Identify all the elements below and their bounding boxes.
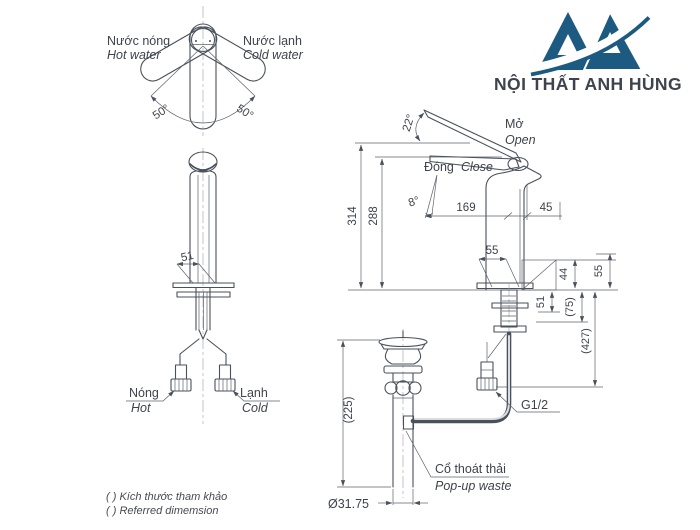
- hot-label-vi: Nóng: [129, 386, 159, 400]
- g12-connector: [476, 361, 498, 391]
- popup-waste-cap: [378, 336, 428, 348]
- supply-hoses: [179, 338, 227, 366]
- front-base-depth-label: 51: [180, 250, 195, 264]
- hot-label-en: Hot: [131, 401, 151, 415]
- popup-waste-drawing: (225) Ø31.75 Cổ thoát thải Pop-up waste: [328, 329, 511, 511]
- handle-rotation-arc: [150, 95, 256, 124]
- stream-angle-label: 8°: [407, 195, 421, 210]
- dim-75-label: (75): [564, 297, 576, 317]
- faucet-body-front: [189, 170, 217, 284]
- close-label-vi: Đóng: [424, 160, 454, 174]
- close-label-en: Close: [461, 160, 493, 174]
- cold-supply-connector: [214, 364, 236, 392]
- open-angle-label: 22°: [401, 113, 418, 133]
- cold-label-en: Cold: [242, 401, 269, 415]
- note-vi: ( ) Kích thước tham khảo: [106, 491, 227, 503]
- dim-55-right-label: 55: [593, 265, 605, 277]
- popup-diameter-label: Ø31.75: [328, 497, 369, 511]
- popup-label-vi: Cổ thoát thải: [435, 462, 506, 476]
- faucet-handle-top: [189, 23, 217, 130]
- popup-height-label: (225): [343, 396, 355, 423]
- cold-water-label-en: Cold water: [243, 48, 304, 62]
- hot-water-label-vi: Nước nóng: [107, 34, 170, 48]
- faucet-body-side: [485, 165, 542, 291]
- reach-label: 169: [456, 202, 475, 214]
- dim-44-label: 44: [558, 268, 570, 280]
- front-view-drawing: 51 Nóng Hot Lạnh Cold: [126, 148, 280, 424]
- angle-left-label: 50°: [151, 103, 172, 123]
- popup-waste-tailpipe: [392, 394, 414, 488]
- side-view-drawing: 314 288 22° Mở Open Đóng Close 8° 169 45…: [347, 109, 618, 424]
- open-label-vi: Mở: [505, 117, 524, 131]
- company-logo: NỘI THẤT ANH HÙNG: [494, 9, 682, 94]
- lever-open-position: [423, 109, 522, 163]
- note-en: ( ) Referred dimemsion: [106, 505, 218, 517]
- mounting-shank: [491, 284, 529, 352]
- thread-size-label: G1/2: [521, 398, 548, 412]
- dim-45-label: 45: [540, 202, 553, 214]
- hot-water-label-en: Hot water: [107, 48, 161, 62]
- cold-water-label-vi: Nước lạnh: [243, 34, 302, 48]
- angle-right-label: 50°: [234, 103, 255, 123]
- logo-company-name: NỘI THẤT ANH HÙNG: [494, 73, 682, 94]
- dim-427-label: (427): [580, 328, 592, 354]
- logo-mountain-icon: [529, 9, 651, 77]
- total-height-label: 314: [347, 206, 359, 226]
- dim-51-label: 51: [535, 296, 547, 308]
- spout-height-label: 288: [368, 206, 380, 225]
- side-base-depth-label: 55: [486, 245, 499, 257]
- open-label-en: Open: [505, 133, 536, 147]
- popup-label-en: Pop-up waste: [435, 479, 511, 493]
- hot-supply-connector: [170, 364, 192, 392]
- top-view-drawing: 50° 50° Nước nóng Hot water Nước lạnh Co…: [107, 6, 304, 136]
- reference-notes: ( ) Kích thước tham khảo ( ) Referred di…: [106, 491, 227, 517]
- cold-label-vi: Lạnh: [240, 386, 268, 400]
- faucet-handle-front: [188, 151, 218, 173]
